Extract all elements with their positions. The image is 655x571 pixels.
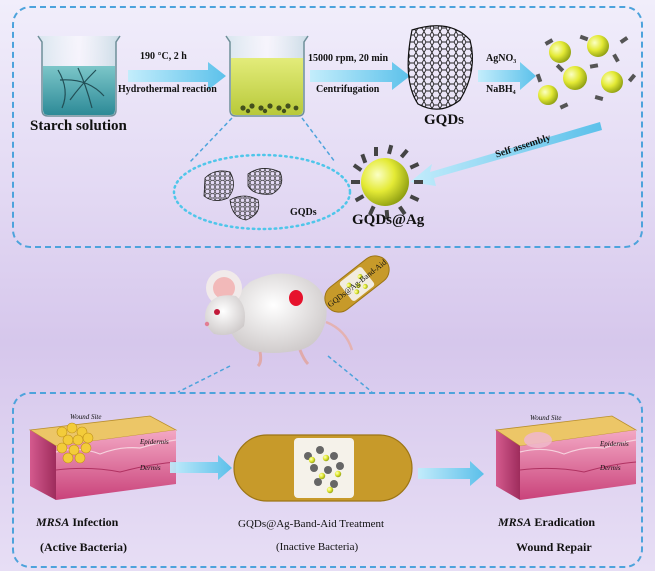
reagent-nabh4: NaBH₄ [486, 84, 516, 95]
step1-condition: 190 °C, 2 h [140, 51, 187, 62]
gqds-ag-label: GQDs@Ag [352, 212, 425, 228]
center-caption-subtitle: (Inactive Bacteria) [276, 541, 359, 553]
synthesis-panel [12, 6, 643, 248]
reagent-agno3: AgNO₃ [486, 53, 517, 64]
skin-right-dermis-label: Dermis [600, 464, 621, 472]
ag-nanoparticles-icon [535, 34, 637, 110]
right-caption-rest: Eradication [531, 515, 596, 529]
center-caption-title: GQDs@Ag-Band-Aid Treatment [238, 518, 385, 530]
skin-infection-icon [28, 415, 178, 500]
gqds-label: GQDs [424, 112, 465, 128]
skin-repaired-icon [494, 415, 638, 500]
left-caption-subtitle: (Active Bacteria) [40, 540, 127, 554]
arrow-treatment-icon [170, 455, 232, 480]
gqds-zoom-label: GQDs [290, 207, 317, 218]
arrow-hydrothermal-icon [128, 62, 226, 90]
gqds-zoom-ellipse [172, 153, 352, 231]
left-caption-rest: Infection [69, 515, 119, 529]
right-caption-italic: MRSA [498, 515, 532, 529]
treatment-panel [12, 392, 643, 568]
mouse-icon [204, 270, 354, 368]
arrow-reduction-icon [478, 62, 536, 90]
skin-left-epidermis-label: Epidermis [140, 438, 169, 446]
gqds-ag-core-shell-icon [351, 144, 423, 220]
step2-condition: 15000 rpm, 20 min [308, 53, 388, 64]
gqds-solution-beaker-icon [225, 35, 309, 117]
right-caption-title: MRSA Eradication [498, 515, 595, 530]
skin-right-wound-label: Wound Site [530, 414, 562, 422]
arrow-centrifugation-icon [310, 62, 410, 90]
gqds-sheet-icon [407, 25, 474, 110]
starch-beaker-icon [37, 35, 121, 117]
starch-solution-label: Starch solution [30, 118, 127, 134]
skin-left-dermis-label: Dermis [140, 464, 161, 472]
arrow-repair-icon [418, 461, 484, 486]
bandaid-large-icon [233, 434, 413, 502]
skin-right-epidermis-label: Epidermis [600, 440, 629, 448]
left-caption-title: MRSA Infection [36, 515, 118, 530]
left-caption-italic: MRSA [36, 515, 70, 529]
bandaid-small-icon [324, 255, 390, 313]
step1-method: Hydrothermal reaction [118, 84, 217, 95]
right-caption-subtitle: Wound Repair [516, 540, 592, 554]
skin-left-wound-label: Wound Site [70, 413, 102, 421]
step2-method: Centrifugation [316, 84, 380, 95]
arrow-self-assembly-icon [410, 122, 602, 186]
